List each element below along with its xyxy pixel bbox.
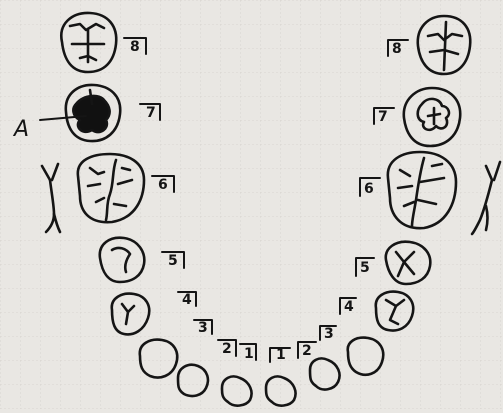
right-label-3: 3 bbox=[324, 326, 334, 342]
left-label-5: 5 bbox=[168, 253, 178, 269]
right-label-1: 1 bbox=[276, 347, 286, 363]
left-label-7: 7 bbox=[146, 105, 156, 121]
annotation-label-a: A bbox=[12, 117, 29, 142]
right-label-2: 2 bbox=[302, 343, 312, 359]
left-label-8: 8 bbox=[130, 39, 140, 55]
left-label-3: 3 bbox=[198, 320, 208, 336]
right-label-8: 8 bbox=[392, 41, 402, 57]
right-label-4: 4 bbox=[344, 299, 354, 315]
left-label-2: 2 bbox=[222, 341, 232, 357]
left-label-4: 4 bbox=[182, 292, 192, 308]
right-label-6: 6 bbox=[364, 181, 374, 197]
right-label-7: 7 bbox=[378, 109, 388, 125]
right-label-5: 5 bbox=[360, 260, 370, 276]
left-label-1: 1 bbox=[244, 346, 254, 362]
left-label-6: 6 bbox=[158, 177, 168, 193]
